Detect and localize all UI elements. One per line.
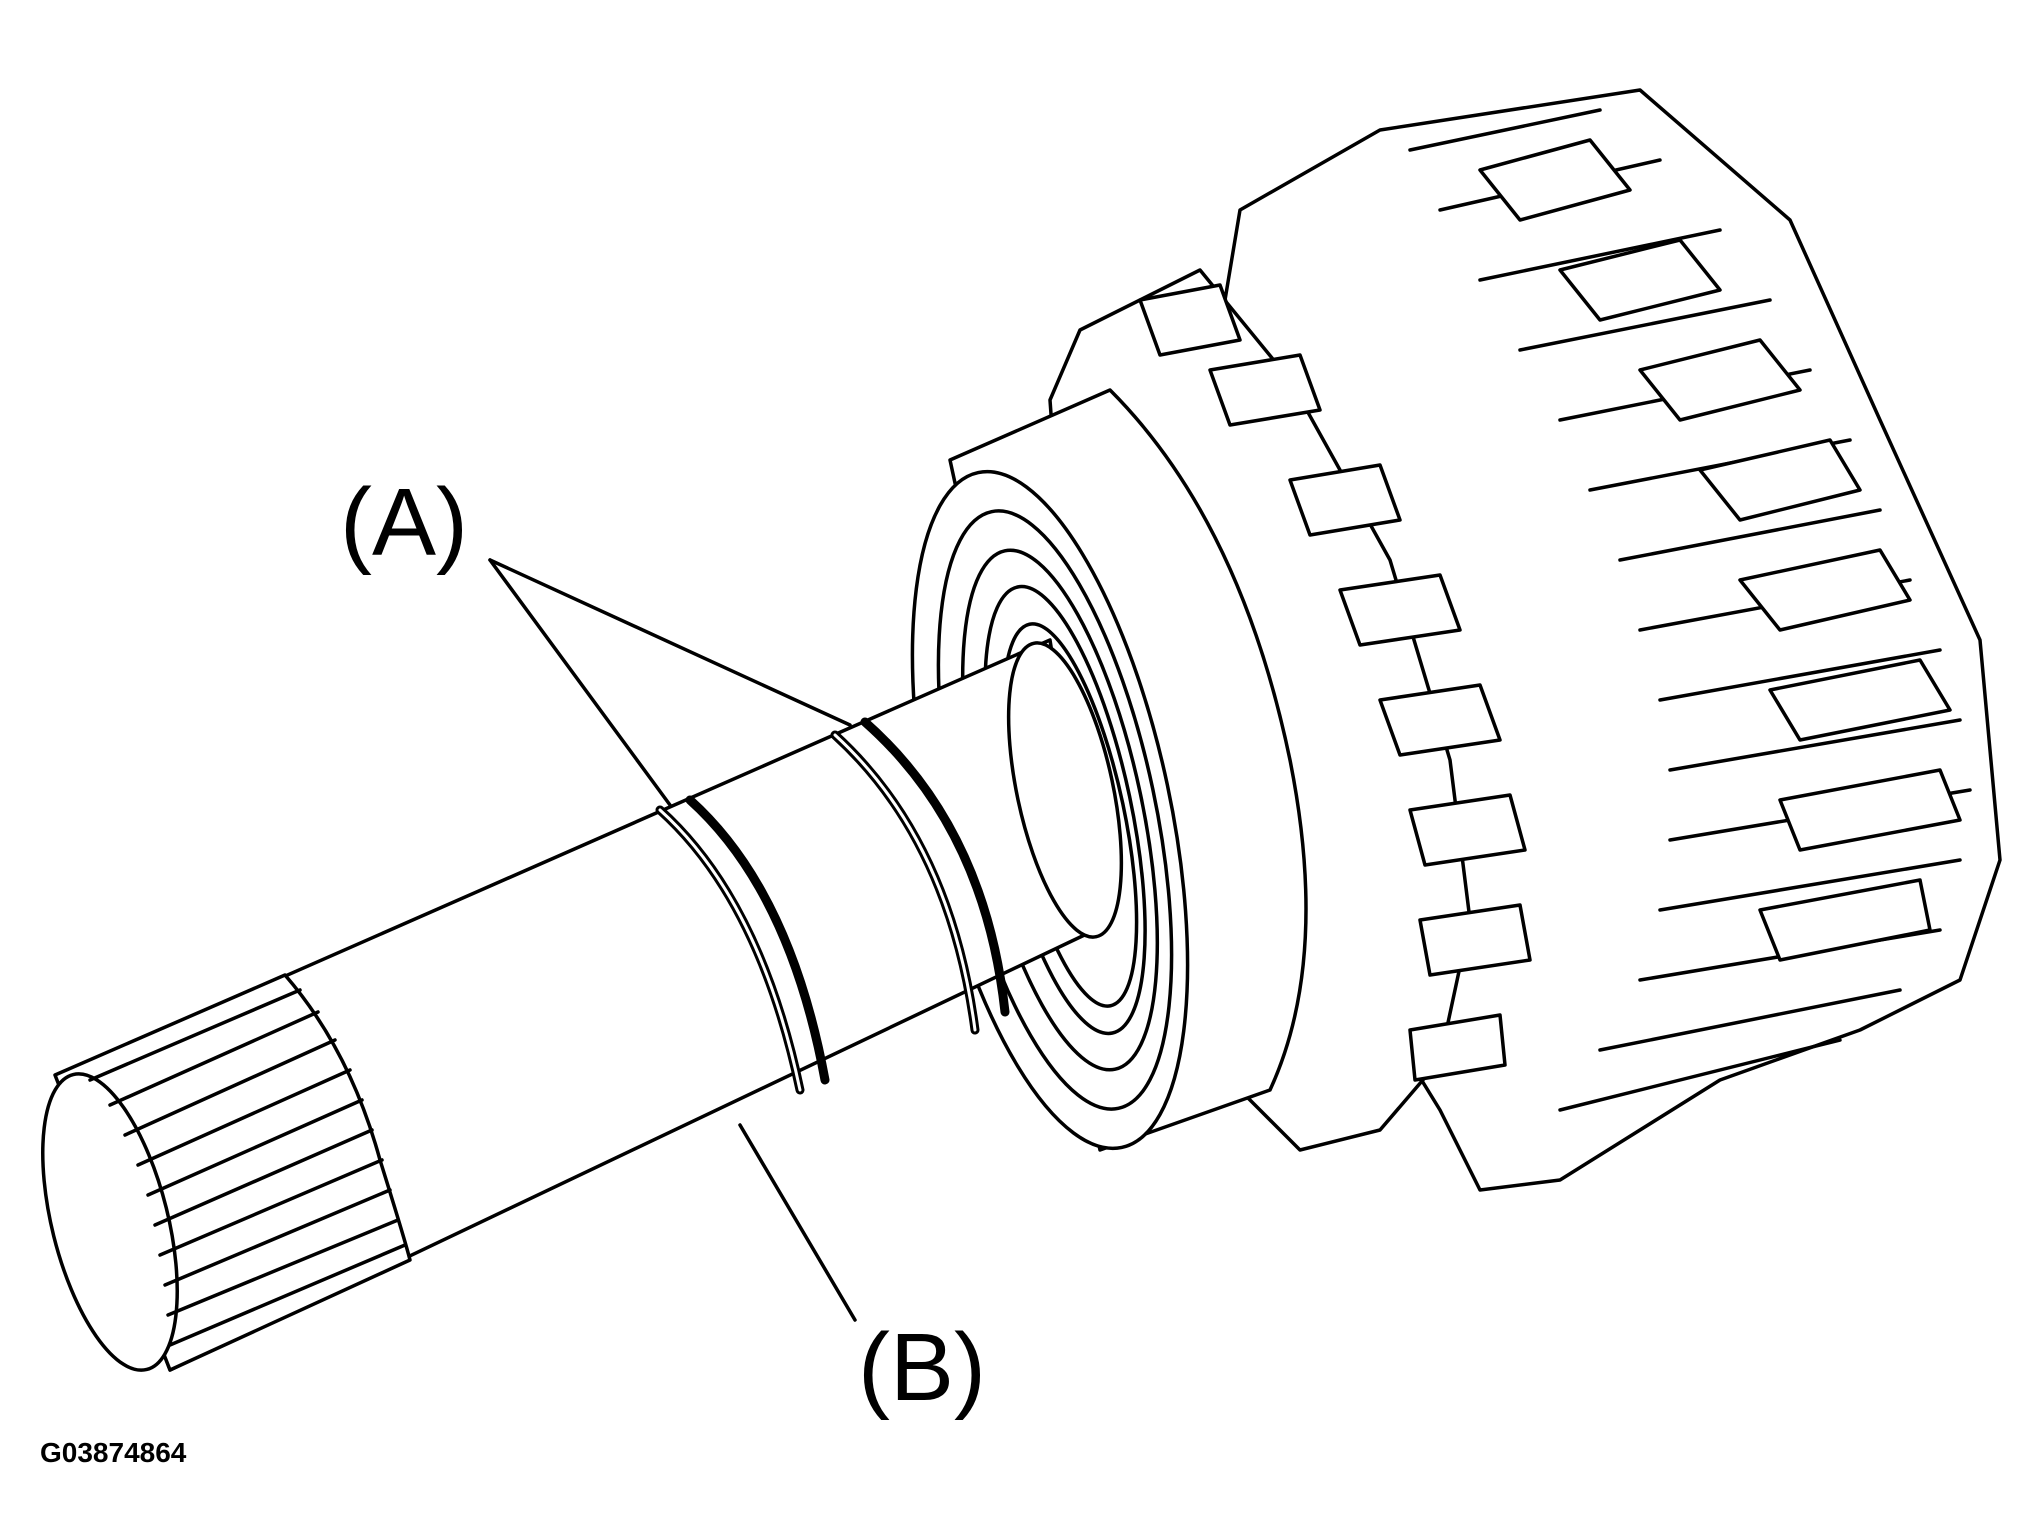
dog-gear-teeth [1138,283,1532,1082]
leader-lines [488,558,857,1322]
spur-teeth-right [1478,138,1962,962]
label-b: (B) [858,1314,986,1421]
splined-end [41,973,412,1372]
label-a: (A) [340,469,468,576]
figure-code: G03874864 [40,1437,187,1468]
marking-rings-a [655,717,1010,1095]
